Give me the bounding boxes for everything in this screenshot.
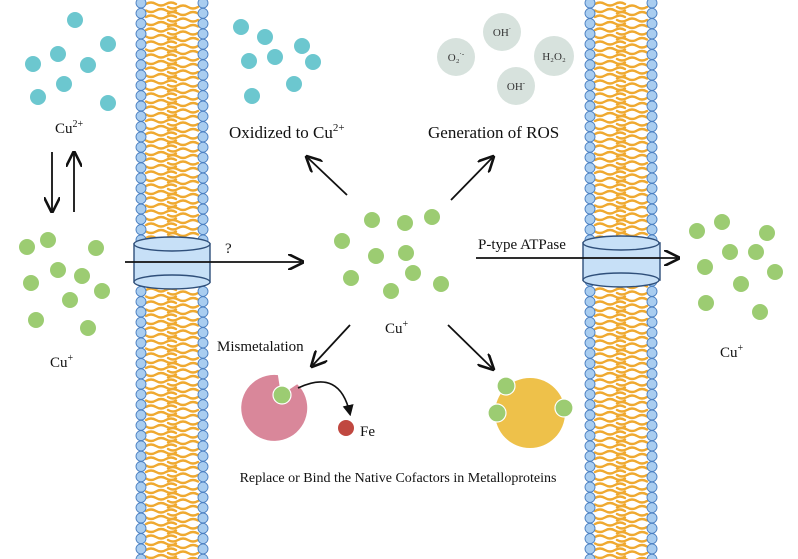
- ros-bubble-hydrogen-peroxide: H₂O₂: [534, 36, 574, 76]
- cu2-ion-icon: [25, 56, 41, 72]
- cu1-cluster-center: [334, 209, 449, 299]
- cu1-ion-icon: [383, 283, 399, 299]
- cu1-ion-icon: [752, 304, 768, 320]
- fe-ion-icon: [338, 420, 354, 436]
- label-fe: Fe: [360, 424, 375, 440]
- arrow-oxidized-icon: [308, 158, 348, 196]
- cu1-ion-icon: [748, 244, 764, 260]
- label-cu1-left: Cu+: [50, 353, 74, 371]
- cu2-ion-icon: [100, 95, 116, 111]
- ros-bubble-hydroxide: OH-: [497, 67, 535, 105]
- lipid-heads: [584, 0, 658, 559]
- cu1-ion-icon: [19, 239, 35, 255]
- cu1-ion-icon: [767, 264, 783, 280]
- svg-text:OH-: OH-: [507, 79, 526, 93]
- svg-text:H₂O₂: H₂O₂: [542, 51, 566, 63]
- cu1-ion-icon: [28, 312, 44, 328]
- cu1-ion-icon: [433, 276, 449, 292]
- cu1-ion-icon: [94, 283, 110, 299]
- label-cu1-right: Cu+: [720, 343, 744, 361]
- membrane-right: [584, 0, 658, 559]
- cu2-ion-icon: [50, 46, 66, 62]
- cu1-ion-icon: [364, 212, 380, 228]
- cu1-ion-icon: [405, 265, 421, 281]
- channel-right-icon: [582, 235, 661, 288]
- cu2-ion-icon: [257, 29, 273, 45]
- arrow-mismetalation-icon: [313, 324, 351, 365]
- cu1-ion-icon: [698, 295, 714, 311]
- cu1-ion-icon: [62, 292, 78, 308]
- cu2-ion-icon: [241, 53, 257, 69]
- cu1-ion-icon: [697, 259, 713, 275]
- arrow-fe-release-icon: [297, 381, 354, 417]
- cu2-ion-icon: [294, 38, 310, 54]
- cu2-ion-icon: [67, 12, 83, 28]
- cu1-ion-icon: [80, 320, 96, 336]
- cu1-ion-icon: [334, 233, 350, 249]
- label-mismetalation: Mismetalation: [217, 339, 304, 355]
- cu2-ion-icon: [244, 88, 260, 104]
- membrane-left: [135, 0, 209, 559]
- cu1-ion-icon: [689, 223, 705, 239]
- cu1-ion-icon: [714, 214, 730, 230]
- cu1-cluster-right: [689, 214, 783, 320]
- cu2-cluster-left: [25, 12, 116, 111]
- cu1-ion-icon: [343, 270, 359, 286]
- cu2-ion-icon: [30, 89, 46, 105]
- svg-text:OH·: OH·: [493, 25, 511, 39]
- label-cu2-left: Cu2+: [55, 119, 84, 137]
- channel-left-icon: [133, 236, 211, 290]
- cu2-cluster-top: [233, 19, 321, 104]
- ros-bubble-superoxide: O₂·-: [437, 38, 475, 76]
- label-generation-of-ros: Generation of ROS: [428, 123, 559, 142]
- ros-bubble-oh-radical: OH·: [483, 13, 521, 51]
- cu1-ion-icon: [424, 209, 440, 225]
- cu1-ion-icon: [40, 232, 56, 248]
- arrows: [52, 152, 677, 417]
- protein-yellow-icon: [487, 376, 574, 448]
- cu1-ion-icon: [722, 244, 738, 260]
- cu1-ion-icon: [397, 215, 413, 231]
- arrow-ros-icon: [450, 158, 492, 201]
- arrow-bind-icon: [447, 324, 492, 368]
- cu1-ion-icon: [733, 276, 749, 292]
- label-replace-or-bind: Replace or Bind the Native Cofactors in …: [240, 471, 557, 486]
- protein-pink-icon: [241, 374, 308, 441]
- cu2-ion-icon: [80, 57, 96, 73]
- cu2-ion-icon: [286, 76, 302, 92]
- label-p-type-atpase: P-type ATPase: [478, 237, 566, 253]
- cu1-ion-icon: [398, 245, 414, 261]
- cu1-ion-icon: [23, 275, 39, 291]
- label-question: ?: [225, 241, 232, 257]
- cu2-ion-icon: [100, 36, 116, 52]
- cu2-ion-icon: [233, 19, 249, 35]
- cu1-ion-icon: [74, 268, 90, 284]
- cu2-ion-icon: [305, 54, 321, 70]
- cu1-ion-icon: [88, 240, 104, 256]
- cu1-cluster-left: [19, 232, 110, 336]
- label-oxidized: Oxidized to Cu2+: [229, 122, 345, 142]
- cu1-ion-icon: [759, 225, 775, 241]
- lipid-tails: [593, 1, 649, 559]
- cu2-ion-icon: [56, 76, 72, 92]
- svg-text:O₂·-: O₂·-: [448, 50, 465, 64]
- label-cu1-center: Cu+: [385, 319, 409, 337]
- cu1-ion-icon: [50, 262, 66, 278]
- cu2-ion-icon: [267, 49, 283, 65]
- ros-bubbles: OH· O₂·- H₂O₂ OH-: [437, 13, 574, 105]
- cu1-ion-icon: [368, 248, 384, 264]
